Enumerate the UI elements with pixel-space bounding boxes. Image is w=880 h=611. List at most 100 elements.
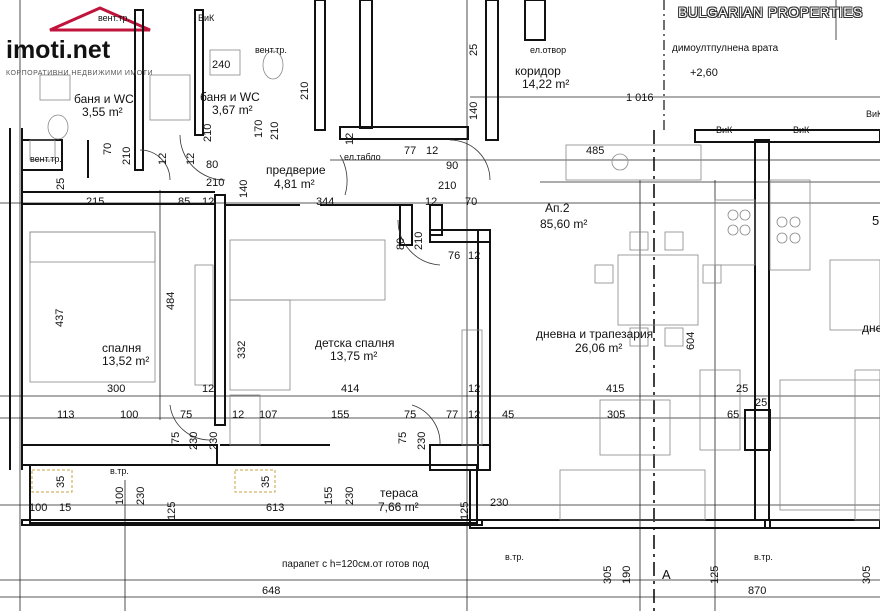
dim-485: 485: [586, 145, 605, 157]
note-vik3: ВиК: [866, 109, 880, 119]
desk-kids: [229, 394, 261, 446]
dim-v-75a: 75: [170, 431, 182, 444]
dim-210a: 210: [206, 177, 225, 189]
note-parapet: парапет с h=120см.от готов под: [282, 559, 429, 570]
dim-v-125a: 125: [166, 501, 178, 520]
dim-v-80: 80: [395, 237, 407, 250]
dim-25a: 25: [736, 383, 749, 395]
dim-v-332: 332: [236, 340, 248, 359]
dim-240: 240: [212, 59, 231, 71]
dim-77b: 77: [446, 409, 459, 421]
dim-v-190: 190: [621, 565, 633, 584]
dim-v-437: 437: [54, 308, 66, 327]
note-level: +2,60: [690, 67, 718, 79]
sofa: [559, 469, 706, 521]
note-vent3: вент.тр.: [98, 13, 130, 23]
dim-v-230e: 230: [344, 486, 356, 505]
dining-table: [617, 254, 699, 326]
note-vtr2: в.тр.: [505, 552, 524, 562]
dim-v-12c: 12: [185, 152, 197, 165]
dim-12d: 12: [202, 383, 215, 395]
dim-12e: 12: [468, 383, 481, 395]
dim-45: 45: [502, 409, 515, 421]
dim-v-140a: 140: [238, 179, 250, 198]
dim-v-35a: 35: [55, 475, 67, 488]
dim-v-484: 484: [165, 291, 177, 310]
dim-v-75b: 75: [397, 431, 409, 444]
dim-v-210c: 210: [413, 231, 425, 250]
room-living-area: 26,06 m²: [575, 341, 623, 355]
dim-107: 107: [259, 409, 278, 421]
dim-215: 215: [86, 196, 105, 208]
note-smoke-door: димоултпулнена врата: [672, 43, 779, 54]
note-vik4: ВиК: [198, 13, 215, 23]
apartment-area: 85,60 m²: [540, 217, 588, 231]
note-el-otvor: ел.отвор: [530, 45, 567, 55]
room-bath1-area: 3,55 m²: [82, 105, 123, 119]
room-hall-name: предверие: [266, 163, 326, 177]
dim-113: 113: [57, 409, 75, 421]
room-terrace-name: тераса: [380, 486, 419, 500]
dim-v-140b: 140: [468, 101, 480, 120]
apartment-name: Ап.2: [545, 201, 570, 215]
dim-v-12b: 12: [344, 132, 356, 145]
dim-12g: 12: [468, 409, 481, 421]
dim-90: 90: [446, 160, 459, 172]
dim-305a: 305: [607, 409, 626, 421]
dim-75a: 75: [180, 409, 193, 421]
note-el-tablo: ел.табло: [344, 152, 381, 162]
furniture: [29, 49, 880, 521]
dim-344: 344: [316, 196, 335, 208]
dim-v-100: 100: [114, 486, 126, 505]
section-mark-label: А: [662, 567, 671, 582]
dim-v-70: 70: [102, 142, 114, 155]
dim-613: 613: [266, 502, 285, 514]
dim-v-12a: 12: [157, 152, 169, 165]
wardrobe-bedroom: [194, 264, 214, 386]
room-living-name: дневна и трапезария: [536, 327, 654, 341]
room-hall-area: 4,81 m²: [274, 177, 315, 191]
dim-v-305: 305: [602, 565, 614, 584]
dim-76: 76: [448, 250, 461, 262]
room-kids-area: 13,75 m²: [330, 349, 378, 363]
logo-subtitle: КОРПОРАТИВНИ НЕДВИЖИМИ ИМОТИ: [6, 70, 153, 77]
house-logo-icon: [49, 6, 151, 32]
room-bedroom-name: спалня: [102, 341, 142, 355]
dim-v-25b: 25: [468, 43, 480, 56]
note-vik2: ВиК: [793, 125, 810, 135]
note-vent2: вент.тр.: [255, 45, 287, 55]
dim-v-230d: 230: [135, 486, 147, 505]
dim-v-230c: 230: [416, 431, 428, 450]
wardrobe-kids: [461, 329, 483, 446]
dim-210b: 210: [438, 180, 457, 192]
dim-v-125c: 125: [709, 565, 721, 584]
room-bath2-area: 3,67 m²: [212, 103, 253, 117]
room-terrace-area: 7,66 m²: [378, 500, 419, 514]
dim-25b: 25: [755, 397, 768, 409]
dim-12c: 12: [426, 145, 439, 157]
dim-75b: 75: [404, 409, 417, 421]
dim-415: 415: [606, 383, 625, 395]
dim-12h: 12: [468, 250, 481, 262]
dim-85: 85: [178, 196, 191, 208]
dim-414: 414: [341, 383, 360, 395]
dim-v-210e: 210: [299, 81, 311, 100]
dim-100a: 100: [120, 409, 139, 421]
door-arcs: [139, 134, 491, 446]
room-corridor-name: коридор: [515, 64, 561, 78]
dim-v-170: 170: [253, 119, 265, 138]
room-bedroom-area: 13,52 m²: [102, 354, 150, 368]
dim-1016: 1 016: [626, 92, 654, 104]
dim-80: 80: [206, 159, 219, 171]
dim-15: 15: [59, 502, 72, 514]
dim-v-210b: 210: [269, 121, 281, 140]
note-vent1: вент.тр.: [30, 154, 62, 164]
room-right-name: дне: [862, 321, 880, 335]
dim-v-305b: 305: [861, 565, 873, 584]
dim-12b: 12: [425, 196, 438, 208]
room-bath1-name: баня и WC: [74, 92, 134, 106]
note-vik1: ВиК: [716, 125, 733, 135]
dim-155a: 155: [331, 409, 350, 421]
